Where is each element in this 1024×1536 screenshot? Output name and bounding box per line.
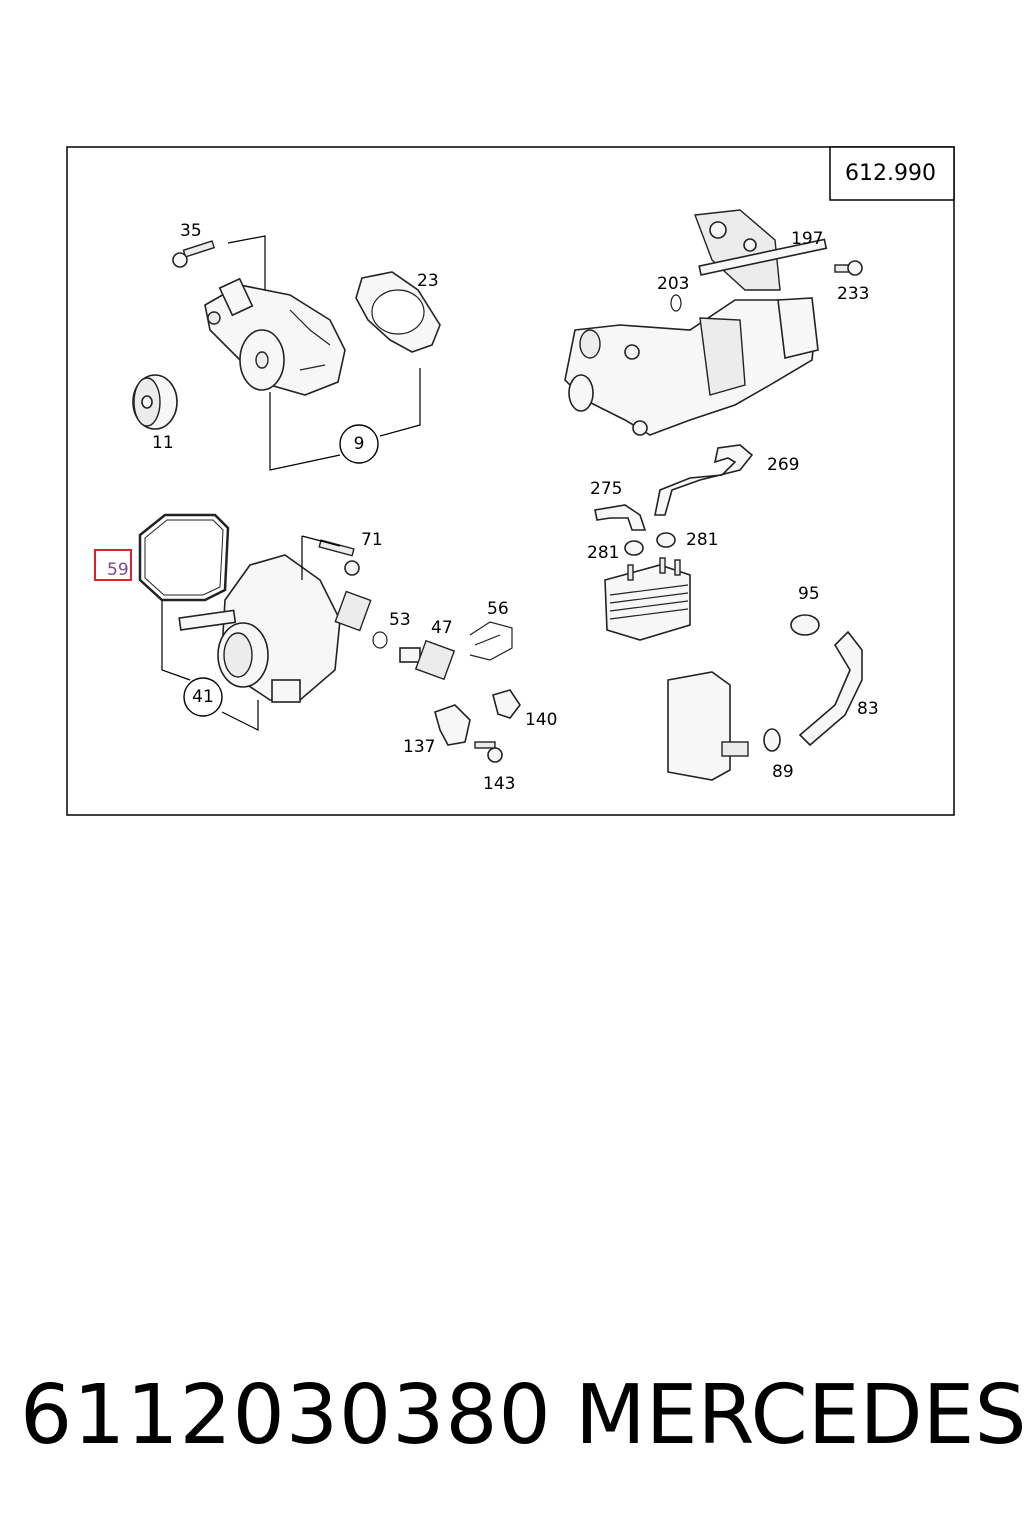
- bolt-233: [834, 260, 863, 276]
- pulley-11: [132, 374, 178, 430]
- label-95: 95: [798, 584, 820, 604]
- label-53: 53: [389, 610, 411, 630]
- thermostat-group: [138, 513, 521, 763]
- diagram-frame: [66, 146, 955, 816]
- oil-cooler-group: [594, 444, 863, 781]
- group-marker-41: [183, 677, 223, 717]
- label-89: 89: [772, 762, 794, 782]
- gasket-23: [355, 271, 441, 353]
- label-203: 203: [657, 274, 689, 294]
- label-197: 197: [791, 229, 823, 249]
- label-56: 56: [487, 599, 509, 619]
- label-137: 137: [403, 737, 435, 757]
- label-281-right: 281: [686, 530, 718, 550]
- label-143: 143: [483, 774, 515, 794]
- label-275: 275: [590, 479, 622, 499]
- part-number: 6112030380: [20, 1368, 552, 1463]
- water-pump: [204, 277, 346, 396]
- label-71: 71: [361, 530, 383, 550]
- label-281-left: 281: [587, 543, 619, 563]
- label-41: 41: [192, 687, 214, 707]
- label-140: 140: [525, 710, 557, 730]
- temperature-sensor-47: [399, 639, 456, 681]
- gasket-59: [138, 513, 230, 602]
- bolt-71: [318, 539, 360, 576]
- diagram-id-box: [829, 146, 955, 201]
- water-pump-group: [132, 235, 441, 471]
- label-269: 269: [767, 455, 799, 475]
- label-83: 83: [857, 699, 879, 719]
- diagram-id: 612.990: [845, 161, 936, 186]
- label-9: 9: [354, 434, 365, 454]
- label-59: 59: [107, 560, 129, 580]
- highlight-box-59: [94, 549, 132, 581]
- bolt-35: [172, 240, 216, 268]
- bolt-143: [474, 741, 503, 763]
- group-marker-9: [339, 424, 379, 464]
- label-11: 11: [152, 433, 174, 453]
- label-47: 47: [431, 618, 453, 638]
- label-23: 23: [417, 271, 439, 291]
- brand-name: MERCEDES: [575, 1368, 1024, 1463]
- label-35: 35: [180, 221, 202, 241]
- label-233: 233: [837, 284, 869, 304]
- thermostat-housing-group: [564, 209, 863, 436]
